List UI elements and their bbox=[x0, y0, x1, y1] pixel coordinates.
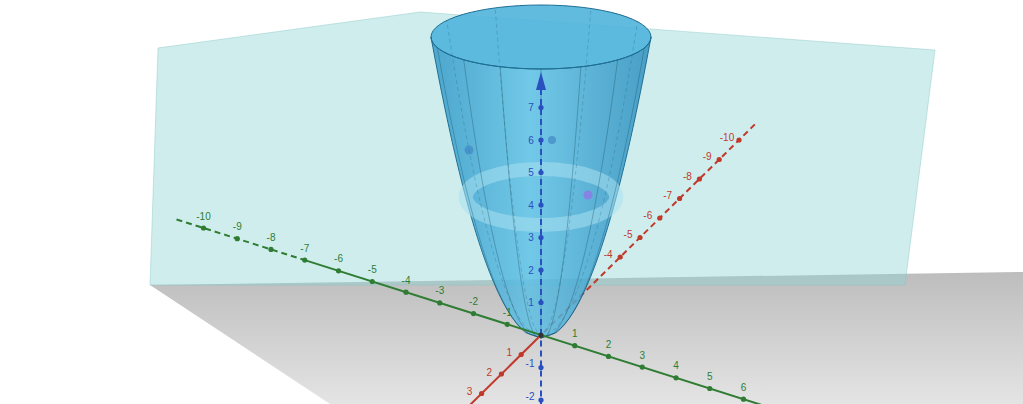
axis-tick-dot bbox=[640, 365, 645, 370]
axis-tick-dot bbox=[538, 365, 543, 370]
axis-tick-label: -6 bbox=[334, 253, 343, 264]
axis-tick-dot bbox=[538, 105, 543, 110]
axis-tick-dot bbox=[677, 196, 682, 201]
y-axis-dashed bbox=[177, 219, 305, 260]
axis-tick-label: -9 bbox=[233, 221, 242, 232]
axis-tick-dot bbox=[538, 267, 543, 272]
axis-tick-dot bbox=[336, 268, 341, 273]
axis-tick-dot bbox=[471, 311, 476, 316]
axis-tick-label: -2 bbox=[469, 296, 478, 307]
axis-tick-dot bbox=[637, 235, 642, 240]
axis-tick-label: -5 bbox=[368, 264, 377, 275]
axis-tick-dot bbox=[538, 202, 543, 207]
paraboloid-surface bbox=[431, 37, 651, 338]
axis-tick-dot bbox=[736, 137, 741, 142]
mesh-line bbox=[541, 48, 644, 338]
paraboloid-interior bbox=[431, 5, 651, 69]
axis-tick-dot bbox=[538, 170, 543, 175]
axis-tick-label: 5 bbox=[528, 167, 534, 178]
axis-tick-label: 5 bbox=[707, 371, 713, 382]
x-axis bbox=[470, 335, 541, 404]
axis-tick-label: -7 bbox=[300, 243, 309, 254]
surface-point bbox=[465, 146, 474, 155]
z-axis-dashed bbox=[540, 88, 542, 335]
axis-tick-dot bbox=[505, 322, 510, 327]
axis-tick-dot bbox=[606, 354, 611, 359]
axis-tick-label: 1 bbox=[506, 347, 512, 358]
surface-point bbox=[584, 191, 593, 200]
axis-tick-label: -3 bbox=[435, 285, 444, 296]
origin-point bbox=[539, 333, 544, 338]
axis-tick-dot bbox=[618, 254, 623, 259]
axis-tick-label: 1 bbox=[528, 297, 534, 308]
axis-tick-label: -4 bbox=[604, 249, 613, 260]
axis-tick-dot bbox=[201, 225, 206, 230]
axis-tick-dot bbox=[268, 247, 273, 252]
axis-tick-dot bbox=[707, 386, 712, 391]
axis-tick-label: 4 bbox=[528, 200, 534, 211]
axis-tick-label: -9 bbox=[703, 151, 712, 162]
mesh-line bbox=[541, 60, 618, 338]
axis-tick-dot bbox=[717, 157, 722, 162]
axis-tick-label: 1 bbox=[572, 328, 578, 339]
axis-tick-dot bbox=[302, 258, 307, 263]
axis-tick-dot bbox=[538, 235, 543, 240]
axis-tick-label: 2 bbox=[528, 265, 534, 276]
axis-tick-label: 3 bbox=[467, 386, 473, 397]
z-axis-arrowhead bbox=[536, 72, 546, 90]
axis-tick-label: 3 bbox=[528, 232, 534, 243]
axis-tick-dot bbox=[741, 397, 746, 402]
axis-tick-label: -10 bbox=[196, 211, 210, 222]
floor-plane bbox=[150, 272, 1023, 404]
mesh-line bbox=[541, 67, 581, 338]
mesh-line-back bbox=[541, 8, 591, 338]
axis-tick-dot bbox=[538, 397, 543, 402]
axis-tick-dot bbox=[437, 300, 442, 305]
mesh-line bbox=[500, 67, 541, 338]
axis-tick-dot bbox=[572, 343, 577, 348]
axis-tick-label: -7 bbox=[663, 190, 672, 201]
mesh-line-back bbox=[447, 21, 541, 338]
axis-tick-dot bbox=[697, 176, 702, 181]
paraboloid-rim bbox=[431, 5, 651, 69]
axis-tick-label: -10 bbox=[720, 132, 734, 143]
axis-tick-label: 2 bbox=[606, 339, 612, 350]
surface-point bbox=[548, 136, 556, 144]
axis-tick-label: 6 bbox=[528, 135, 534, 146]
mesh-line-back bbox=[495, 8, 541, 338]
axis-tick-label: 2 bbox=[487, 367, 493, 378]
axis-tick-label: -2 bbox=[526, 391, 535, 402]
axis-tick-label: 7 bbox=[528, 102, 534, 113]
axis-tick-dot bbox=[499, 371, 504, 376]
axis-tick-dot bbox=[403, 290, 408, 295]
axis-tick-label: -1 bbox=[526, 358, 535, 369]
axis-tick-label: -4 bbox=[402, 275, 411, 286]
axis-tick-dot bbox=[673, 375, 678, 380]
axis-tick-label: -8 bbox=[683, 171, 692, 182]
mesh-line bbox=[437, 48, 541, 338]
axis-tick-label: 6 bbox=[741, 382, 747, 393]
axis-tick-dot bbox=[235, 236, 240, 241]
axis-tick-dot bbox=[538, 300, 543, 305]
axis-tick-label: -8 bbox=[267, 232, 276, 243]
axis-tick-dot bbox=[519, 352, 524, 357]
y-axis bbox=[305, 260, 788, 404]
axis-tick-dot bbox=[370, 279, 375, 284]
axis-tick-dot bbox=[538, 137, 543, 142]
axis-tick-dot bbox=[479, 391, 484, 396]
axis-tick-label: 3 bbox=[639, 350, 645, 361]
axis-tick-dot bbox=[657, 215, 662, 220]
axis-tick-label: 4 bbox=[673, 360, 679, 371]
axis-tick-label: -5 bbox=[624, 229, 633, 240]
axis-tick-label: -6 bbox=[643, 210, 652, 221]
axis-tick-label: -1 bbox=[503, 307, 512, 318]
